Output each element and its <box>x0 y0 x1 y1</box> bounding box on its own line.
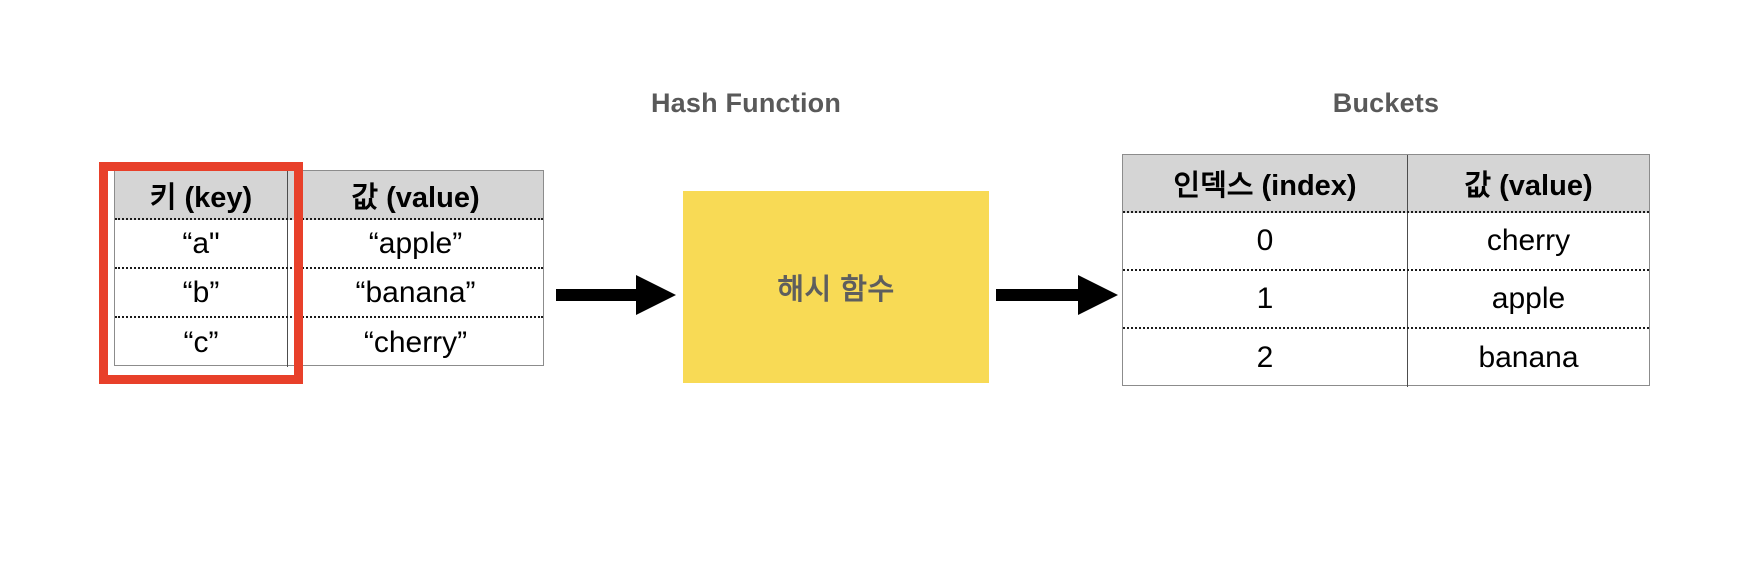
cell-value: cherry <box>1486 224 1571 257</box>
key-value-table: 키 (key) 값 (value) “a" “apple” “b” “banan… <box>114 170 544 367</box>
arrow-hash-to-buckets <box>996 273 1118 317</box>
buckets-table: 인덱스 (index) 값 (value) 0 cherry 1 apple 2… <box>1122 154 1650 387</box>
cell-index: 0 <box>1123 213 1408 269</box>
cell-index: 2 <box>1123 329 1408 387</box>
cell-value: “banana” <box>355 275 476 309</box>
table-row: “c” “cherry” <box>115 318 543 367</box>
buckets-title: Buckets <box>1332 88 1440 118</box>
cell-value: “apple” <box>368 226 463 260</box>
cell-key: “c” <box>115 318 288 367</box>
hash-function-box-label: 해시 함수 <box>777 274 895 306</box>
cell-value: apple <box>1491 282 1566 315</box>
arrow-keys-to-hash <box>556 273 676 317</box>
column-header-value: 값 (value) <box>1464 170 1593 202</box>
right-arrow-icon <box>556 275 676 315</box>
cell-key: “b” <box>115 269 288 316</box>
table-row: 0 cherry <box>1123 213 1649 271</box>
table-row: 2 banana <box>1123 329 1649 387</box>
table-row: “b” “banana” <box>115 269 543 318</box>
cell-value: banana <box>1478 341 1579 374</box>
table-header-row: 인덱스 (index) 값 (value) <box>1123 155 1649 213</box>
hash-function-box: 해시 함수 <box>683 191 989 383</box>
table-header-row: 키 (key) 값 (value) <box>115 171 543 220</box>
cell-key: “a" <box>115 220 288 267</box>
hash-function-title: Hash Function <box>650 88 842 118</box>
table-row: 1 apple <box>1123 271 1649 329</box>
column-header-value: 값 (value) <box>351 181 480 214</box>
table-row: “a" “apple” <box>115 220 543 269</box>
column-header-key: 키 (key) <box>115 171 288 218</box>
cell-index: 1 <box>1123 271 1408 327</box>
column-header-index: 인덱스 (index) <box>1123 155 1408 211</box>
cell-value: “cherry” <box>363 325 468 359</box>
right-arrow-icon <box>996 275 1118 315</box>
